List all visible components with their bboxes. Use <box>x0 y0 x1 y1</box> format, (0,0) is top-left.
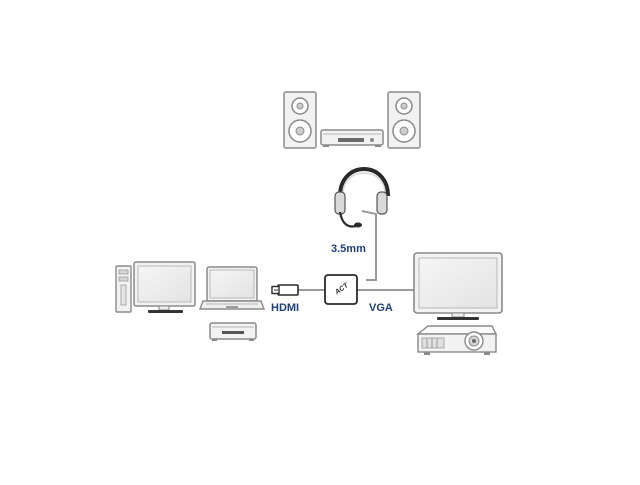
hdmi-label: HDMI <box>271 302 299 314</box>
media-player-icon <box>209 322 257 341</box>
speaker-icon <box>283 91 317 149</box>
adapter-box-icon: ACT <box>324 274 358 305</box>
audio-receiver-icon <box>320 129 384 147</box>
audio-cable <box>361 210 377 281</box>
vga-label: VGA <box>369 302 393 314</box>
laptop-icon <box>198 266 266 310</box>
audio-jack-label: 3.5mm <box>331 243 366 255</box>
desktop-tower-icon <box>115 265 132 313</box>
hdmi-plug-icon <box>271 284 299 296</box>
headset-icon <box>334 167 390 228</box>
vga-monitor-icon <box>413 252 503 320</box>
speaker-icon <box>387 91 421 149</box>
cables <box>297 210 414 291</box>
desktop-monitor-icon <box>133 261 196 313</box>
projector-icon <box>416 325 498 355</box>
